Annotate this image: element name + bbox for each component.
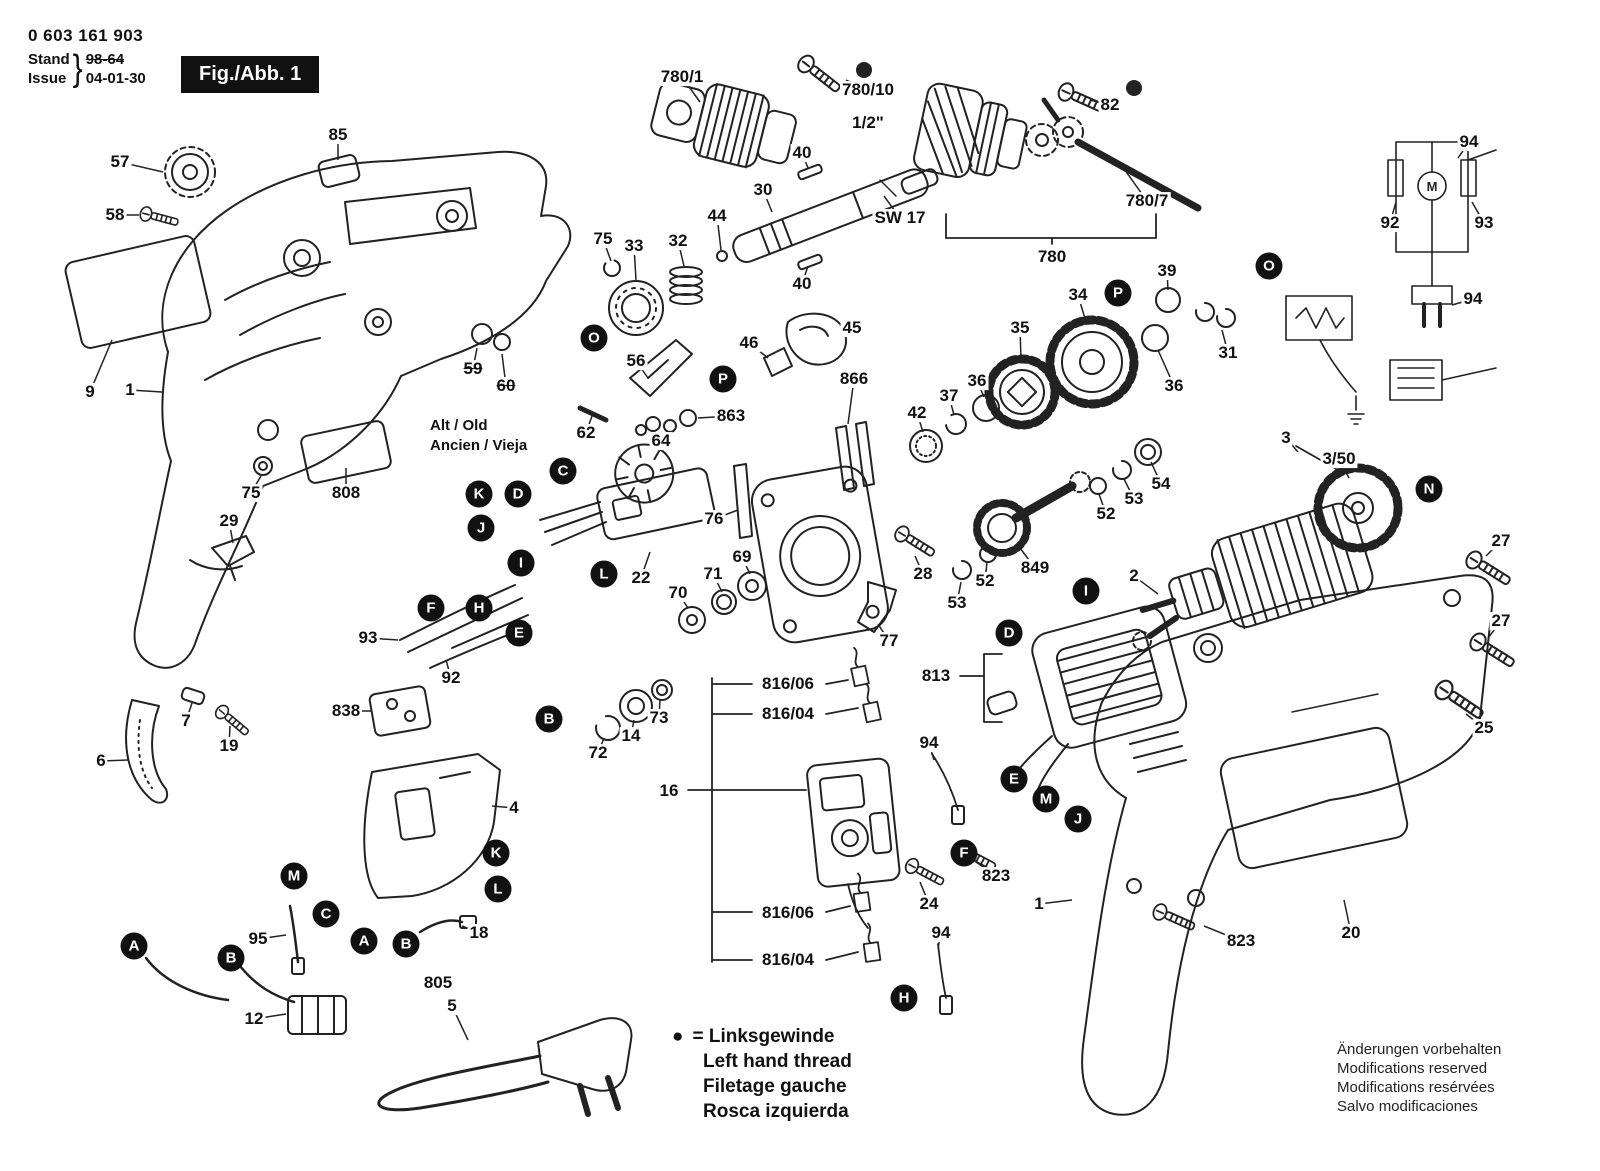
alt-old-line: Ancien / Vieja [430,437,528,454]
modification-note-line: Modifications resérvées [1337,1079,1495,1096]
striker-parts [763,312,847,377]
cord-wires [144,904,305,1004]
right-housing-half [1081,574,1494,1116]
figure-label: Fig./Abb. 1 [181,56,320,93]
trigger-housing [363,753,501,899]
brace-glyph: } [72,47,83,89]
module-838 [368,685,432,737]
spindle-shaft [732,163,939,271]
stand-label: Stand [28,51,70,68]
gear-housing-plate [750,465,889,644]
issue-label: Issue [28,70,67,87]
alt-old-line: Alt / Old [430,417,488,434]
connector-wires-94 [931,753,965,1015]
legend-line: Left hand thread [703,1051,852,1072]
lever [211,535,255,581]
washers-and-bearings [595,571,767,741]
clip-part [180,686,206,706]
modification-note-line: Salvo modificaciones [1337,1098,1478,1115]
brush-holder-12 [287,995,347,1035]
intermediate-shaft [891,438,1162,580]
bracket-16-816 [687,677,859,963]
legend-text: = Linksgewinde [692,1026,835,1047]
legend-line: Rosca izquierda [703,1101,849,1122]
left-hand-thread-legend: ● = Linksgewinde Left hand thread Filetag… [672,1024,852,1124]
rings-863-64 [635,409,697,436]
chuck-key [1041,97,1202,212]
strips-866 [733,421,875,539]
left-housing-half [133,150,572,669]
keyless-chuck [650,81,797,169]
wiring-schematic [1285,141,1497,425]
bracket-77 [857,581,897,633]
schematic-motor-label: M [1427,179,1438,194]
cord-grommet [125,699,169,804]
alt-old-note: Alt / Old Ancien / Vieja [430,416,527,456]
shift-fork [629,339,693,397]
suppressor-813 [959,653,1018,723]
issue-value: 04-01-30 [85,70,146,87]
left-hand-thread-marker [856,62,872,78]
sw17-tick [879,179,897,197]
speed-control-module [539,443,716,546]
small-ring [253,456,273,476]
nameplate [300,420,392,484]
legend-line: ● = Linksgewinde [672,1024,852,1049]
end-cap [137,146,216,231]
small-plate [317,154,361,188]
revision-block: Stand Issue } 98-64 04-01-30 [28,47,146,89]
modification-note-line: Änderungen vorbehalten [1337,1041,1502,1058]
modification-notes: Änderungen vorbehalten Modifications res… [1337,1040,1501,1116]
stand-value: 98-64 [85,51,125,68]
document-header: 0 603 161 903 Stand Issue } 98-64 04-01-… [28,26,146,89]
bearing-33-spring-32 [603,250,728,336]
warning-plate [64,235,212,349]
power-cord-and-plug [377,1017,633,1117]
bracket-780 [945,213,1157,245]
legend-line: Filetage gauche [703,1076,847,1097]
rings-59-60 [471,323,511,351]
left-hand-thread-dot-symbol: ● [672,1026,684,1047]
left-hand-thread-marker [1126,80,1142,96]
part-number: 0 603 161 903 [28,26,144,45]
modification-note-line: Modifications reserved [1337,1060,1488,1077]
keyed-chuck [913,82,1059,179]
gears [984,315,1139,430]
pin-62 [577,405,609,423]
